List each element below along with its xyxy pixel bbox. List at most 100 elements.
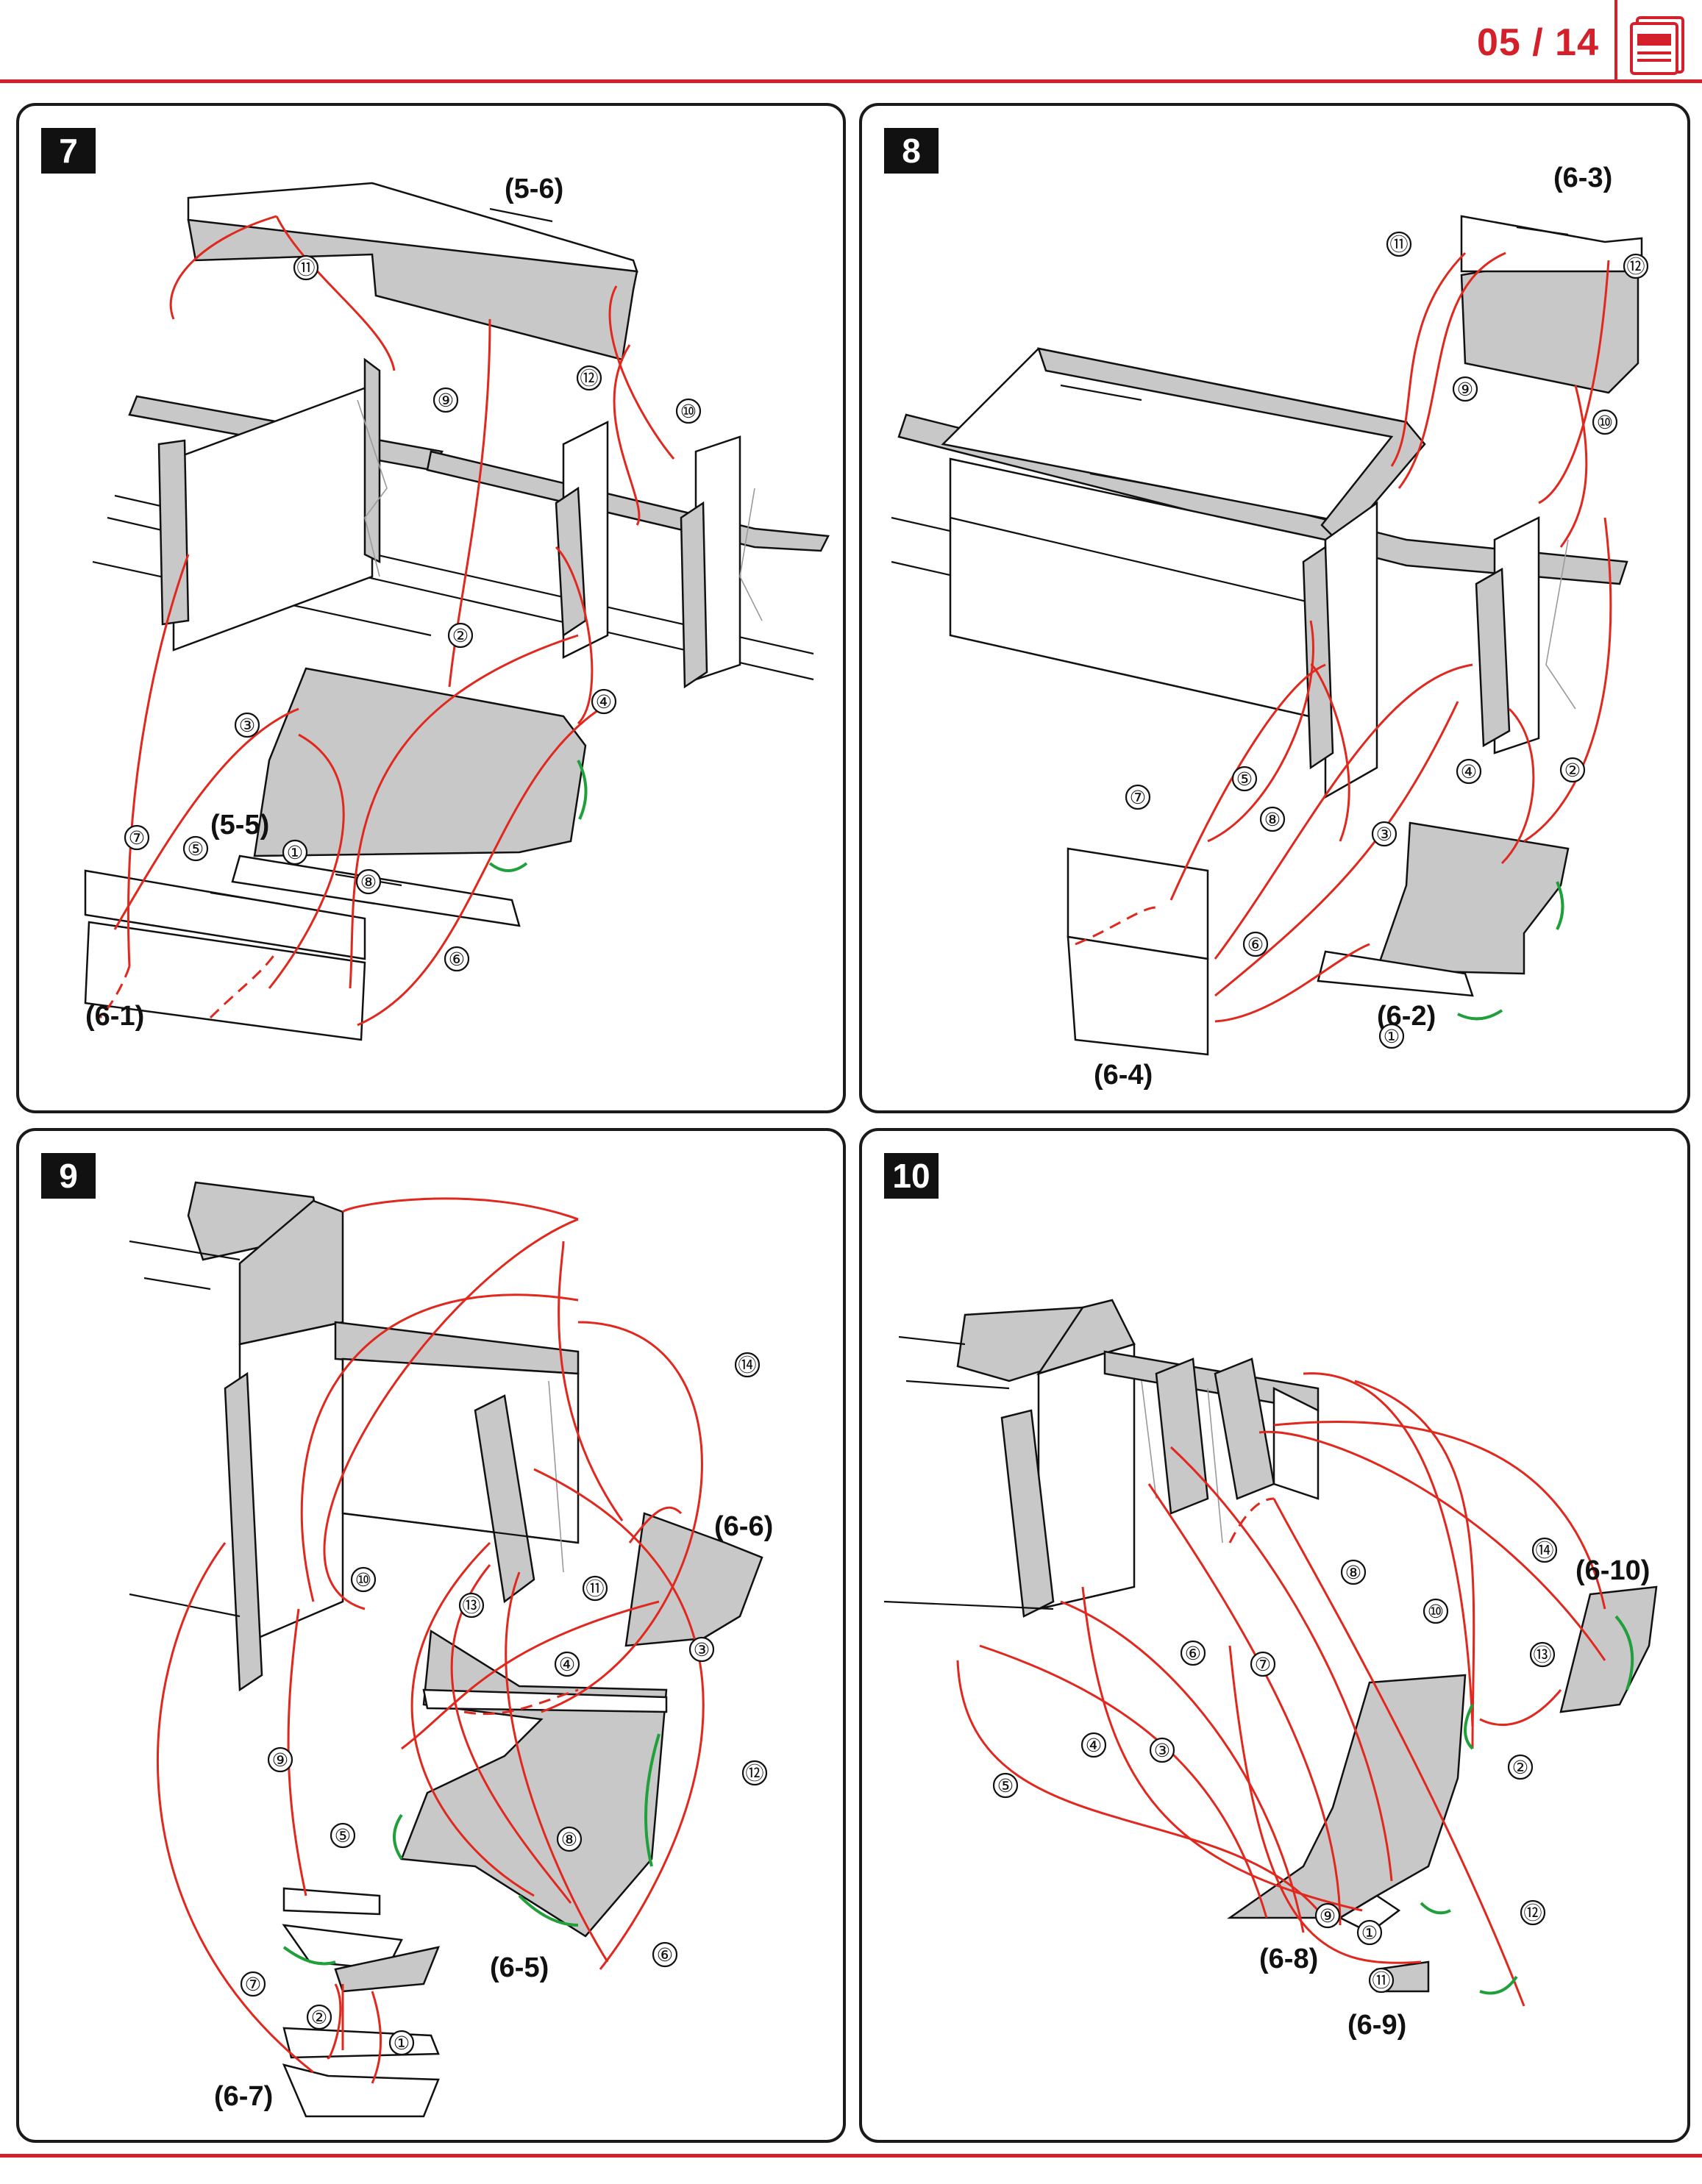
step-marker: ⑦ [240, 1971, 266, 1997]
step-marker: ② [306, 2004, 332, 2030]
svg-text:④: ④ [1086, 1735, 1102, 1756]
document-icon[interactable] [1627, 13, 1690, 76]
svg-text:①: ① [1361, 1923, 1378, 1944]
step-marker: ④ [554, 1651, 580, 1677]
svg-text:③: ③ [1376, 824, 1392, 845]
svg-text:①: ① [1384, 1027, 1400, 1047]
step-marker: ⑫ [1520, 1899, 1546, 1926]
step-marker: ③ [234, 712, 260, 738]
step-marker: ⑥ [444, 946, 470, 972]
step-marker: ⑫ [576, 365, 602, 391]
step-marker: ⑦ [1125, 784, 1151, 810]
assembly-diagram: (6-10) (6-8) (6-9) ① ② ③ ④ ⑤ ⑥ ⑦ ⑧ ⑨ ⑩ ⑪… [883, 1299, 1658, 2041]
svg-text:⑩: ⑩ [680, 402, 697, 422]
svg-text:⑪: ⑪ [1389, 235, 1408, 255]
step-marker: ⑬ [458, 1592, 485, 1619]
step-marker: ⑧ [556, 1826, 583, 1852]
step-marker: ⑪ [1386, 231, 1412, 257]
step-marker: ⑩ [675, 398, 702, 424]
svg-text:⑥: ⑥ [1185, 1644, 1201, 1664]
step-marker: ⑪ [582, 1575, 608, 1602]
svg-text:⑦: ⑦ [1255, 1655, 1271, 1675]
part-label: (6-9) [1347, 2010, 1406, 2041]
part-label: (6-1) [85, 1001, 144, 1032]
step-marker: ⑥ [1242, 931, 1269, 957]
part-label: (6-10) [1575, 1555, 1650, 1586]
part-label: (6-5) [490, 1952, 549, 1983]
svg-text:⑧: ⑧ [1264, 810, 1281, 830]
part-label: (6-8) [1259, 1944, 1318, 1974]
step-marker: ② [1507, 1754, 1534, 1780]
step-marker: ⑦ [1250, 1651, 1276, 1677]
step-marker: ⑩ [350, 1566, 377, 1593]
step-marker: ⑪ [293, 254, 319, 281]
step-marker: ⑫ [741, 1760, 768, 1786]
svg-text:⑦: ⑦ [129, 828, 145, 849]
step-marker: ② [447, 622, 474, 649]
svg-text:③: ③ [694, 1640, 710, 1660]
step-marker: ⑦ [124, 824, 150, 851]
step-marker: ⑭ [1531, 1537, 1558, 1563]
step-marker: ⑤ [992, 1772, 1019, 1799]
step-panel-9: 9 [16, 1128, 846, 2143]
step-marker: ⑩ [1423, 1598, 1449, 1624]
step-marker: ⑨ [267, 1746, 293, 1773]
svg-text:⑧: ⑧ [360, 872, 377, 893]
step-marker: ④ [1080, 1732, 1107, 1758]
svg-text:①: ① [287, 843, 303, 863]
svg-text:⑤: ⑤ [1236, 769, 1253, 790]
step-marker: ④ [591, 688, 617, 715]
step-marker: ⑧ [355, 868, 382, 895]
svg-text:⑭: ⑭ [1535, 1541, 1553, 1561]
svg-text:⑧: ⑧ [1345, 1563, 1361, 1583]
step-panel-10: 10 [859, 1128, 1690, 2143]
step-marker: ⑩ [1592, 409, 1618, 435]
step-marker: ③ [688, 1636, 715, 1663]
part-label: (6-3) [1553, 163, 1612, 193]
step-marker: ⑤ [182, 835, 209, 862]
step-marker: ⑤ [330, 1822, 356, 1849]
header-rule [0, 79, 1702, 83]
step-number: 9 [41, 1153, 96, 1199]
step-marker: ① [388, 2030, 415, 2056]
step-marker: ① [1378, 1023, 1405, 1049]
svg-text:⑦: ⑦ [245, 1974, 261, 1995]
step-marker: ⑪ [1368, 1967, 1395, 1994]
step-marker: ⑤ [1231, 766, 1258, 792]
assembly-diagram: (5-6) (5-5) (6-1) ① ② ③ ④ ⑤ ⑥ ⑦ ⑧ ⑨ ⑩ ⑪ … [84, 174, 830, 1041]
step-marker: ① [282, 839, 308, 866]
step-marker: ③ [1149, 1737, 1175, 1763]
svg-text:⑫: ⑫ [1626, 257, 1645, 277]
svg-text:③: ③ [239, 715, 255, 736]
step-number: 7 [41, 128, 96, 174]
step-marker: ③ [1371, 821, 1397, 847]
svg-text:⑩: ⑩ [355, 1570, 371, 1591]
part-label: (5-6) [505, 174, 563, 204]
svg-text:②: ② [311, 2008, 327, 2028]
svg-text:⑤: ⑤ [997, 1776, 1014, 1796]
svg-text:⑪: ⑪ [1372, 1971, 1390, 1991]
svg-text:⑨: ⑨ [1457, 379, 1473, 400]
svg-text:④: ④ [1461, 762, 1477, 782]
part-label: (6-4) [1094, 1060, 1153, 1091]
part-label: (5-5) [210, 810, 269, 841]
svg-text:②: ② [1512, 1757, 1528, 1778]
assembly-diagram: (6-3) (6-4) (6-2) ① ② ③ ④ ⑤ ⑥ ⑦ ⑧ ⑨ ⑩ ⑪ … [891, 163, 1649, 1091]
svg-text:⑩: ⑩ [1597, 413, 1613, 433]
part-label: (6-7) [214, 2081, 273, 2112]
svg-text:③: ③ [1154, 1741, 1170, 1761]
svg-text:⑫: ⑫ [1523, 1903, 1542, 1924]
svg-text:⑬: ⑬ [1533, 1645, 1551, 1666]
svg-text:⑨: ⑨ [438, 390, 454, 411]
assembly-diagram: (6-6) (6-5) (6-7) ① ② ③ ④ ⑤ ⑥ ⑦ ⑧ ⑨ ⑩ ⑪ … [129, 1181, 773, 2118]
svg-text:⑤: ⑤ [335, 1826, 351, 1846]
svg-text:⑬: ⑬ [462, 1596, 480, 1616]
step-number: 10 [884, 1153, 939, 1199]
step-marker: ⑭ [734, 1352, 761, 1378]
svg-text:⑦: ⑦ [1130, 788, 1146, 808]
svg-text:⑤: ⑤ [188, 839, 204, 860]
svg-text:②: ② [1564, 760, 1581, 781]
step-marker: ⑬ [1529, 1641, 1556, 1668]
step-marker: ⑫ [1623, 253, 1649, 279]
step-marker: ⑧ [1340, 1559, 1367, 1585]
